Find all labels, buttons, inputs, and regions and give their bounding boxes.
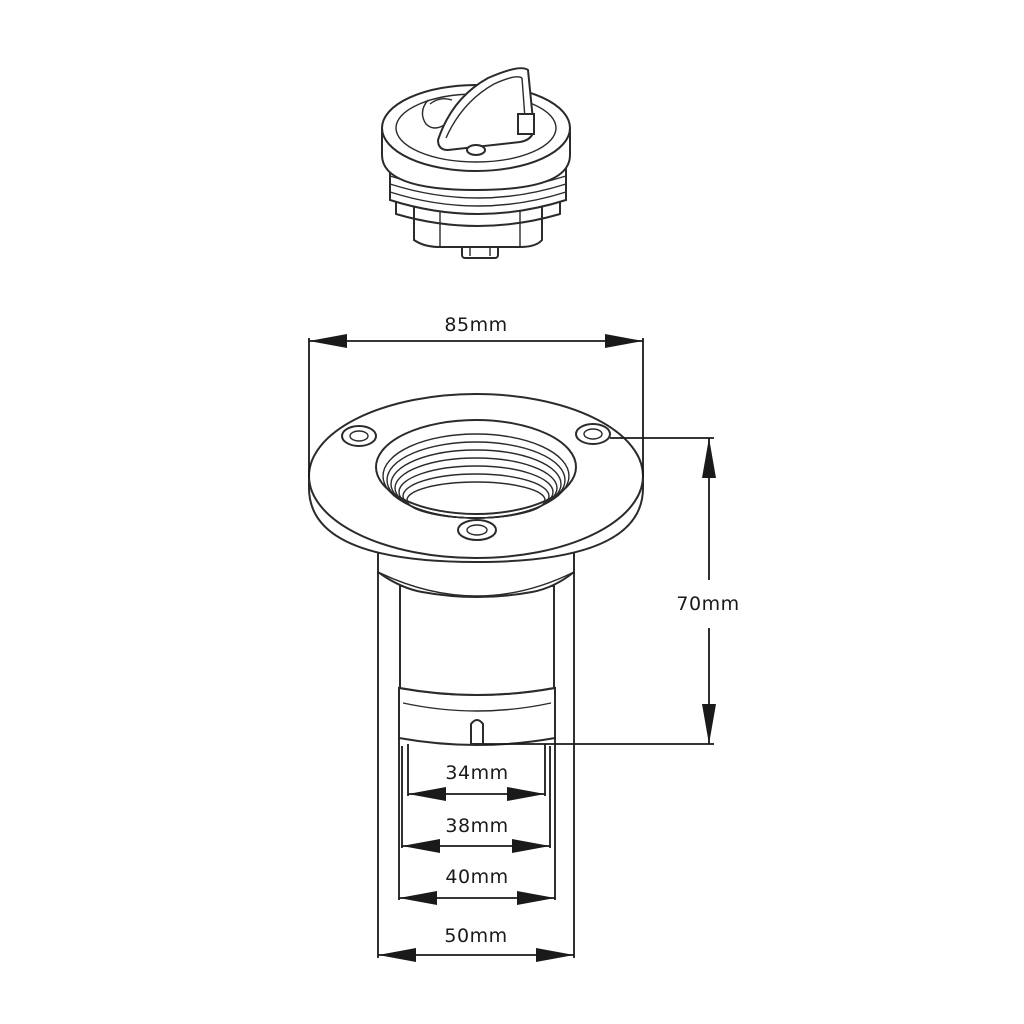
dimension-40mm: 40mm (399, 866, 555, 905)
dimension-label-38mm: 38mm (445, 815, 508, 837)
dimension-85mm: 85mm (308, 314, 644, 478)
dimension-70mm: 70mm (483, 437, 739, 745)
deck-fill-cap (381, 67, 571, 259)
dimension-34mm: 34mm (408, 762, 545, 801)
dimension-38mm: 38mm (402, 815, 550, 853)
dimension-50mm: 50mm (378, 925, 574, 962)
dimension-label-34mm: 34mm (445, 762, 508, 784)
deck-fill-fitting (308, 393, 644, 746)
extension-lines (377, 572, 575, 958)
dimension-label-50mm: 50mm (444, 925, 507, 947)
dimension-label-40mm: 40mm (445, 866, 508, 888)
dimension-label-85mm: 85mm (444, 314, 507, 336)
dimension-label-70mm: 70mm (676, 593, 739, 615)
